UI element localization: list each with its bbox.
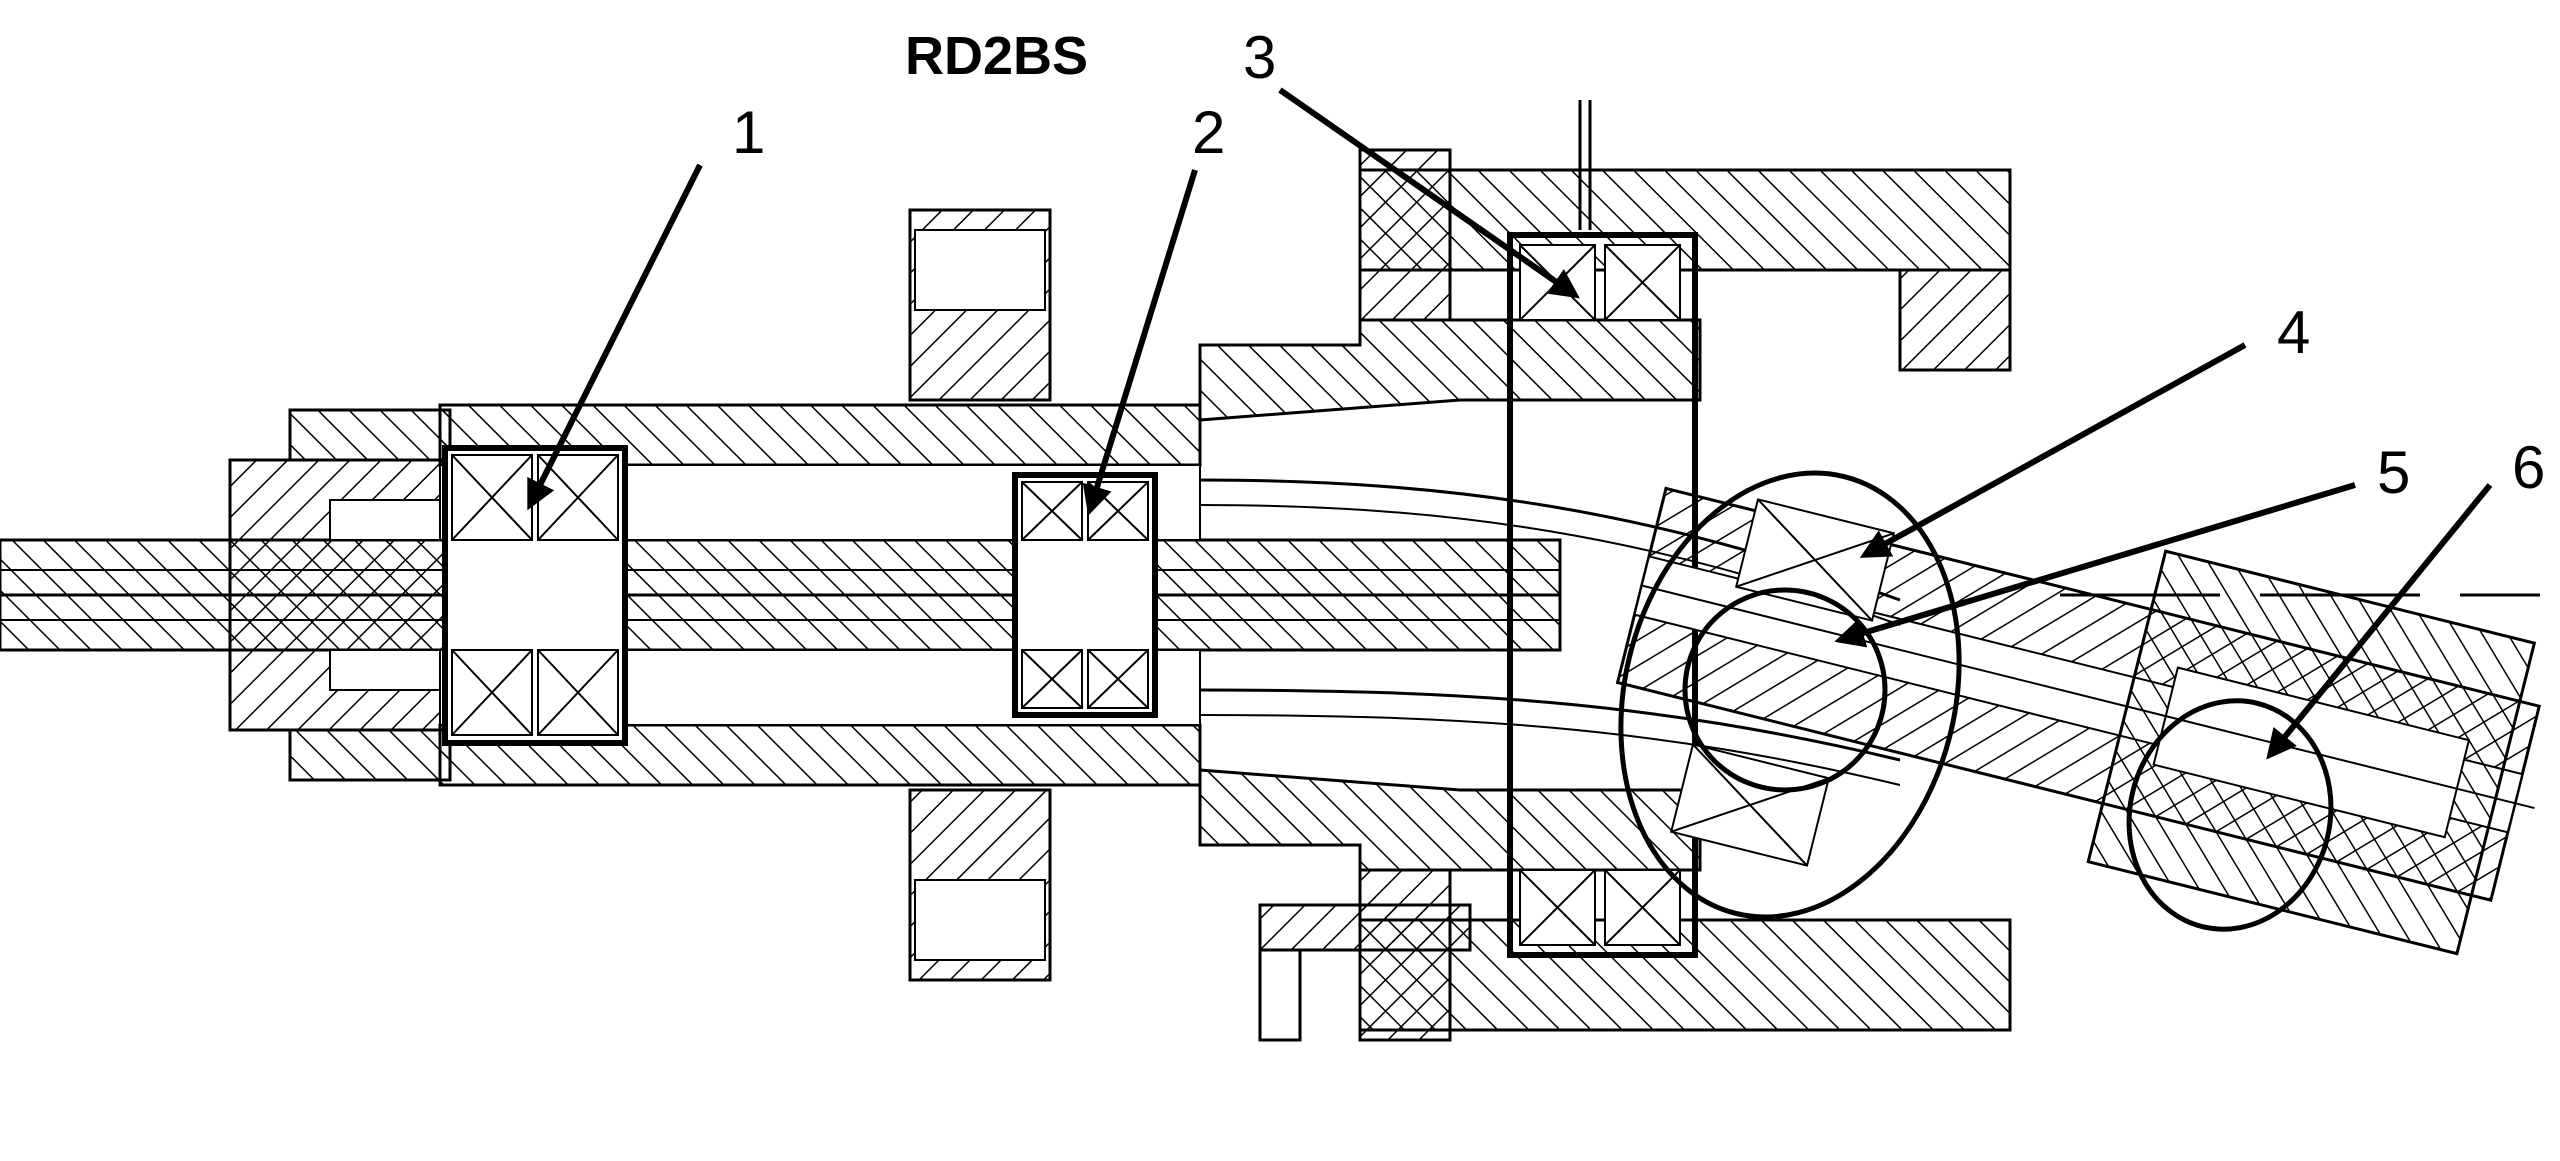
callout-6: 6: [2512, 434, 2545, 501]
callout-5: 5: [2377, 439, 2410, 506]
bearing-2: [1012, 472, 1158, 718]
highlight-circle-5: [1682, 587, 1888, 793]
diagram-title: RD2BS: [905, 26, 1088, 86]
bearing-1: [442, 445, 628, 746]
callout-3: 3: [1243, 24, 1276, 91]
highlight-ellipse-4: [1618, 470, 1962, 920]
middle-housing: [1198, 318, 1702, 1042]
leader-lines: [527, 87, 2493, 760]
left-end-nut: [228, 408, 452, 782]
leader-5: [1834, 482, 2356, 648]
callout-4: 4: [2277, 299, 2310, 366]
callout-1: 1: [732, 99, 765, 166]
angled-head: [1615, 486, 2542, 956]
callout-2: 2: [1192, 99, 1225, 166]
leader-2: [1082, 169, 1198, 516]
leader-3: [1278, 87, 1580, 299]
leader-6: [2266, 483, 2493, 760]
highlight-circle-6: [2126, 698, 2334, 932]
leader-4: [1859, 342, 2247, 558]
leader-1: [527, 163, 703, 511]
flange: [908, 208, 1052, 982]
